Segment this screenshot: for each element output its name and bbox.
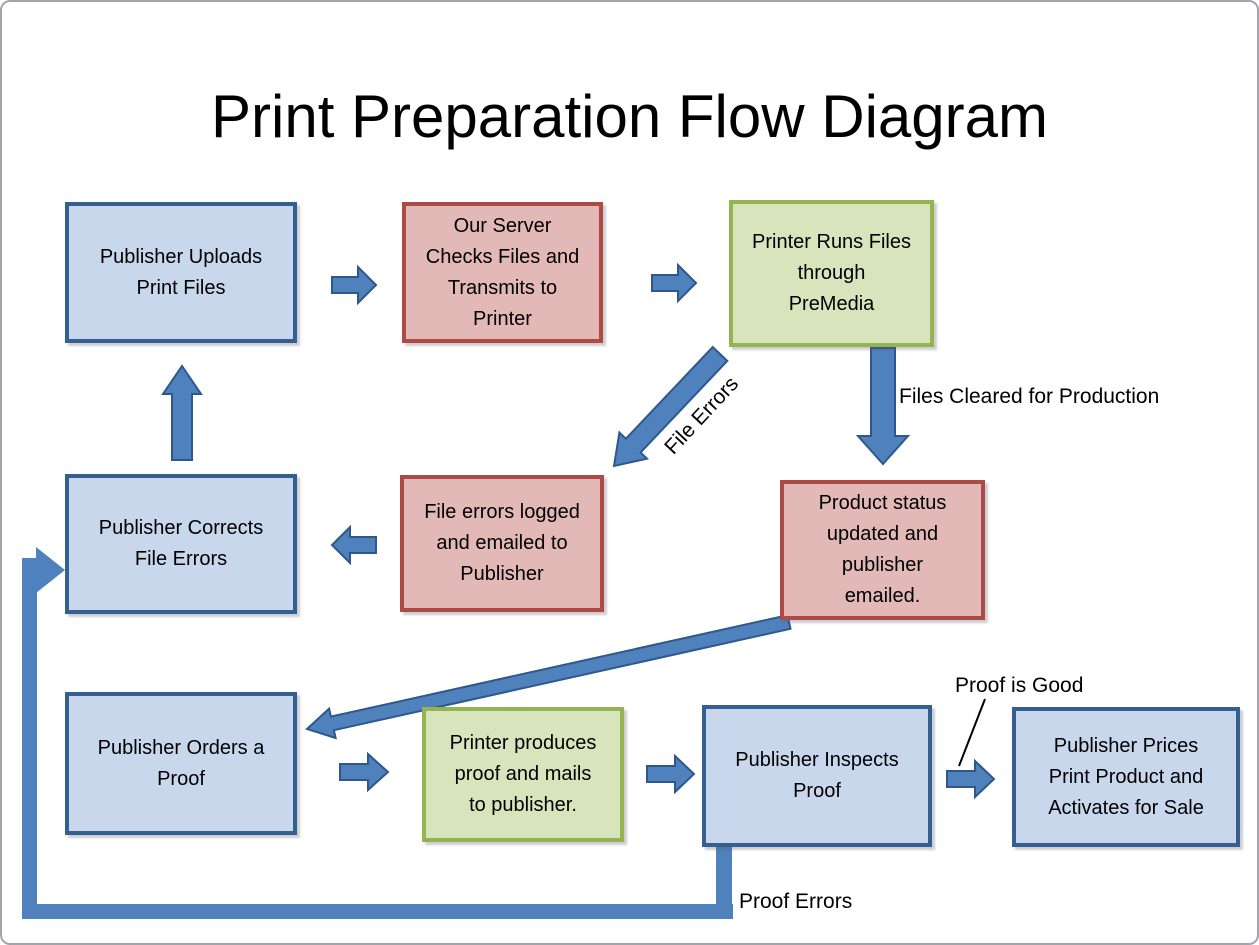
page-title: Print Preparation Flow Diagram bbox=[211, 83, 1048, 150]
box-file-errors-logged: File errors logged and emailed to Publis… bbox=[400, 475, 604, 612]
label-proof-is-good: Proof is Good bbox=[955, 674, 1084, 697]
label-proof-errors: Proof Errors bbox=[739, 890, 853, 913]
arrow-orders-to-produces bbox=[339, 751, 390, 793]
label-files-cleared: Files Cleared for Production bbox=[899, 385, 1160, 408]
arrow-files-cleared-down bbox=[855, 347, 911, 466]
arrow-inspects-to-prices bbox=[946, 758, 996, 800]
arrow-file-errors-diagonal bbox=[612, 345, 729, 468]
box-printer-produces-proof: Printer produces proof and mails to publ… bbox=[422, 707, 624, 842]
arrow-corrects-to-uploads bbox=[161, 364, 203, 461]
connector-proof-errors-drop bbox=[716, 847, 732, 919]
connector-proof-errors-bottom bbox=[22, 904, 733, 919]
connector-proof-errors-arrowhead bbox=[36, 547, 65, 593]
box-publisher-orders-proof: Publisher Orders a Proof bbox=[65, 692, 297, 835]
arrow-server-to-premedia bbox=[651, 262, 698, 304]
arrow-uploads-to-server bbox=[331, 264, 378, 306]
box-publisher-uploads: Publisher Uploads Print Files bbox=[65, 202, 297, 343]
connector-proof-errors-left bbox=[22, 558, 37, 919]
arrow-logged-to-corrects bbox=[330, 524, 377, 566]
box-publisher-corrects: Publisher Corrects File Errors bbox=[65, 474, 297, 614]
box-product-status: Product status updated and publisher ema… bbox=[780, 480, 985, 620]
box-server-checks: Our Server Checks Files and Transmits to… bbox=[402, 202, 603, 343]
box-printer-premedia: Printer Runs Files through PreMedia bbox=[729, 200, 934, 347]
callout-line-proof-is-good bbox=[958, 698, 986, 767]
arrow-produces-to-inspects bbox=[646, 753, 696, 795]
box-publisher-prices: Publisher Prices Print Product and Activ… bbox=[1012, 707, 1240, 847]
box-publisher-inspects-proof: Publisher Inspects Proof bbox=[702, 705, 932, 847]
